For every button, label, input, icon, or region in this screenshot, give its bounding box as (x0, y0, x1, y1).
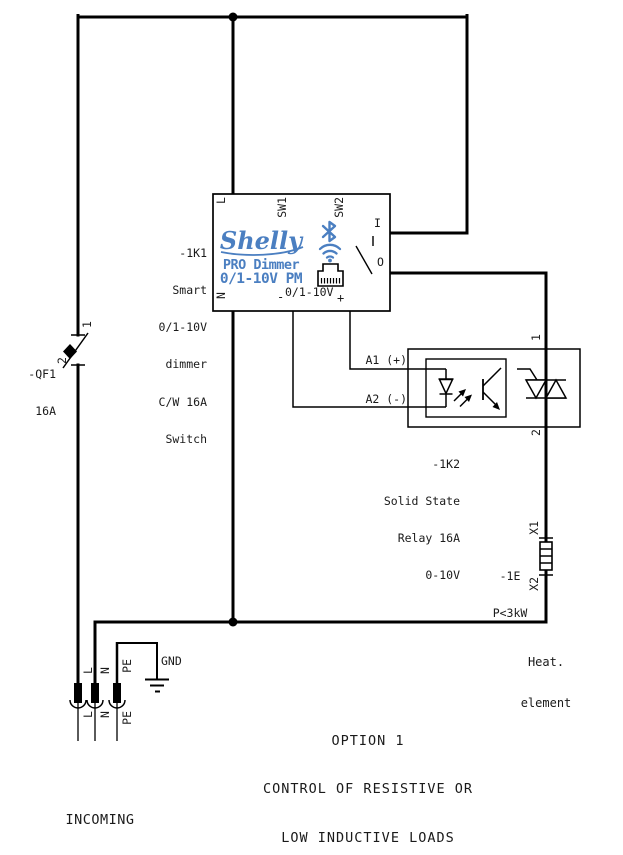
terminal-pe (113, 683, 121, 703)
ssr-input-a1: A1 (+) (365, 353, 407, 367)
wire-analog-minus (292, 311, 446, 408)
breaker-qf1-symbol (62, 332, 89, 369)
optocoupler-led (438, 369, 454, 407)
breaker-terminal-1: 1 (80, 321, 94, 328)
ground-symbol (145, 678, 169, 693)
dimmer-terminal-l: L (214, 197, 228, 204)
dimmer-terminal-n: N (214, 292, 228, 299)
terminal-n (91, 683, 99, 703)
bluetooth-icon (321, 220, 337, 243)
dimmer-product-line1: PRO Dimmer (222, 257, 300, 273)
dimmer-annotation: -1K1 Smart 0/1-10V dimmer C/W 16A Switch (158, 245, 207, 446)
ssr-terminal-2: 2 (529, 429, 543, 436)
ssr-annotation: -1K2 Solid State Relay 16A 0-10V (383, 456, 460, 583)
dimmer-terminal-sw1: SW1 (275, 197, 289, 218)
wire-analog-plus (349, 311, 446, 370)
supply-top-label-n: N (98, 667, 112, 674)
ethernet-icon (317, 263, 344, 287)
terminal-l (74, 683, 82, 703)
supply-bottom-label-n: N (98, 711, 112, 718)
supply-top-label-l: L (81, 667, 95, 674)
dimmer-terminal-sw2: SW2 (332, 197, 346, 218)
breaker-indicator (63, 344, 77, 359)
supply-bottom-label-l: L (81, 711, 95, 718)
supply-bottom-label-pe: PE (120, 711, 134, 725)
analog-plus-sign: + (337, 291, 345, 305)
wire-to-relay-in (366, 14, 469, 235)
breaker-label: -QF1 16A (28, 366, 56, 419)
analog-minus-sign: - (277, 290, 285, 304)
phototransistor (482, 367, 502, 410)
heater-terminal-x1: X1 (527, 521, 541, 535)
led-emission-arrows (453, 389, 472, 408)
relay-in-label: I (374, 216, 381, 230)
power-wires (76, 14, 548, 686)
supply-caption: INCOMING SUPPLY AC230V/50Hz (65, 812, 135, 828)
pe-wiring (115, 642, 158, 684)
supply-top-label-pe: PE (120, 659, 134, 673)
control-wires (292, 311, 446, 408)
breaker-terminal-2: 2 (55, 357, 69, 364)
relay-out-label: O (377, 255, 384, 269)
dimmer-product-line2: 0/1-10V PM (219, 271, 303, 287)
supply-plug-terminals (69, 683, 126, 741)
triac-symbol (517, 368, 568, 400)
ssr-terminal-1: 1 (529, 334, 543, 341)
heater-annotation: -1E P<3kW (492, 568, 528, 621)
wifi-icon (318, 243, 342, 263)
analog-output-label: 0/1-10V (285, 285, 334, 299)
optocoupler-outline (425, 358, 507, 418)
ssr-outline (407, 348, 581, 428)
junction-dot-top (228, 12, 238, 22)
heater-resistor (539, 537, 553, 576)
triac-gate (517, 368, 538, 381)
junction-dot-bottom (228, 617, 238, 627)
relay-switch-symbol (355, 236, 374, 275)
option-note: OPTION 1 CONTROL OF RESISTIVE OR LOW IND… (263, 732, 473, 847)
relay-blade (355, 245, 373, 275)
ssr-input-a2: A2 (-) (365, 392, 407, 406)
shelly-logo-swash (220, 246, 304, 256)
shelly-logo: Shelly (219, 226, 303, 255)
gnd-label: GND (161, 654, 182, 668)
heater-caption: Heat. element (520, 655, 572, 710)
wire-relay-out-to-ssr-heater (366, 271, 548, 544)
